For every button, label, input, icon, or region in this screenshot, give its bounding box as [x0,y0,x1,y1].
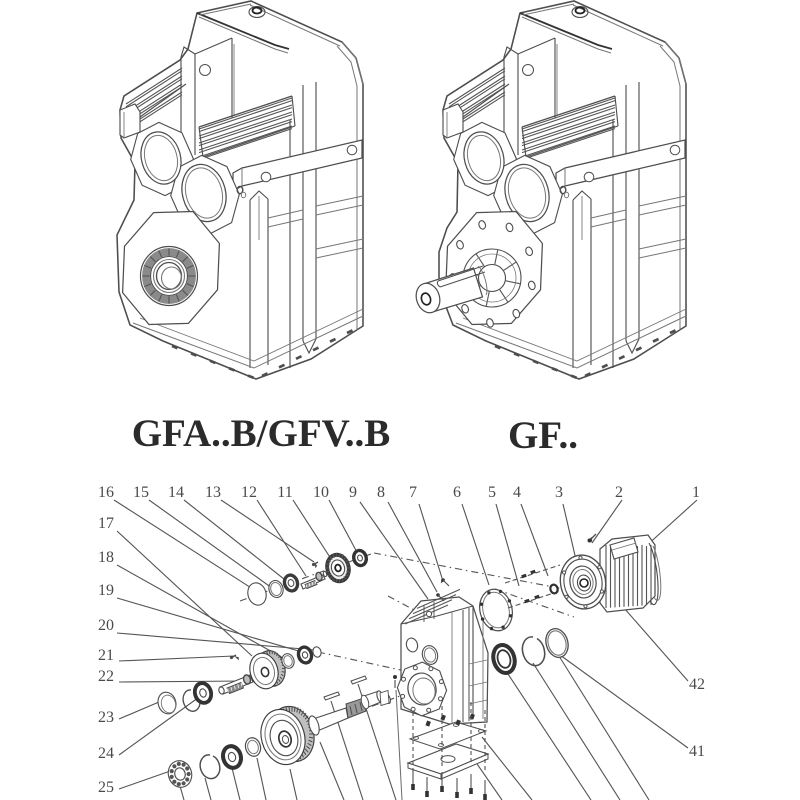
svg-text:8: 8 [377,484,385,501]
svg-text:13: 13 [205,484,221,501]
svg-text:GF..: GF.. [508,414,578,457]
svg-text:14: 14 [168,484,184,501]
svg-text:7: 7 [409,484,417,501]
svg-text:23: 23 [98,709,114,726]
svg-text:5: 5 [488,484,496,501]
svg-text:22: 22 [98,668,114,685]
svg-text:19: 19 [98,582,114,599]
svg-text:11: 11 [277,484,292,501]
svg-text:24: 24 [98,745,114,762]
svg-text:16: 16 [98,484,114,501]
svg-text:41: 41 [689,743,705,760]
svg-text:42: 42 [689,676,705,693]
svg-text:10: 10 [313,484,329,501]
svg-text:17: 17 [98,515,114,532]
svg-text:9: 9 [349,484,357,501]
svg-text:18: 18 [98,549,114,566]
svg-text:3: 3 [555,484,563,501]
svg-text:20: 20 [98,617,114,634]
svg-text:2: 2 [615,484,623,501]
svg-text:12: 12 [241,484,257,501]
svg-text:GFA..B/GFV..B: GFA..B/GFV..B [132,412,391,455]
svg-text:1: 1 [692,484,700,501]
svg-text:21: 21 [98,647,114,664]
svg-text:6: 6 [453,484,461,501]
svg-text:25: 25 [98,779,114,796]
svg-text:15: 15 [133,484,149,501]
svg-text:4: 4 [513,484,521,501]
